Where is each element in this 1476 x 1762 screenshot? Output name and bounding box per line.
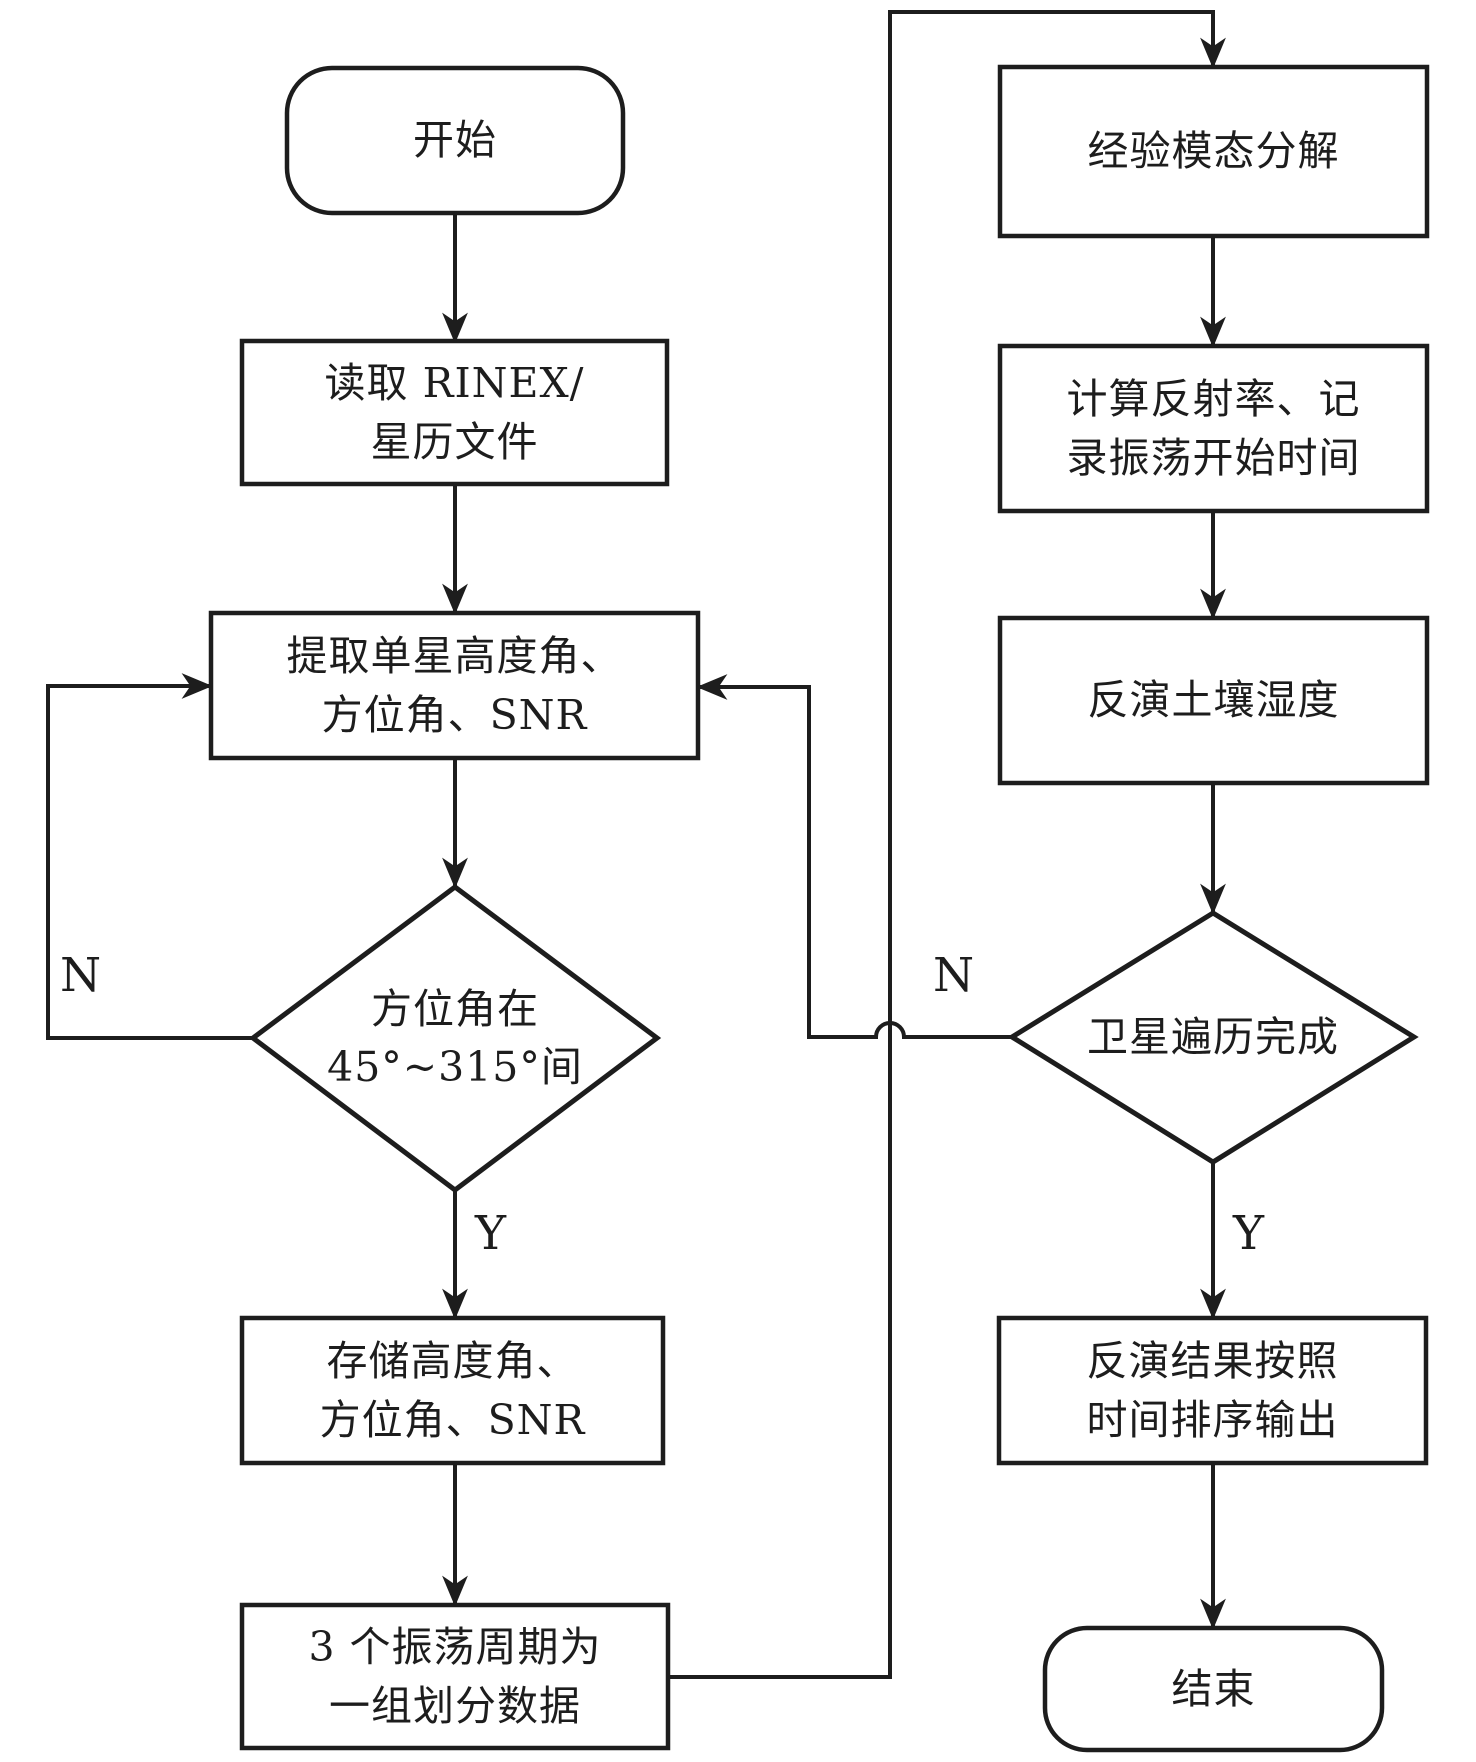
read-rinex-node xyxy=(239,338,670,487)
extract-node xyxy=(208,610,701,761)
edge-group-to-emd xyxy=(668,10,1226,1679)
invert-soil-node xyxy=(997,615,1430,786)
store-node xyxy=(239,1315,666,1466)
edge-traverse-no-return xyxy=(696,674,1012,1039)
traverse-decision-node xyxy=(1007,910,1419,1165)
output-sorted-node xyxy=(996,1315,1429,1466)
emd-node xyxy=(997,64,1430,239)
end-node xyxy=(1042,1625,1385,1753)
reflectivity-node xyxy=(997,343,1430,514)
edge-azimuth-no-loop xyxy=(46,673,253,1040)
azimuth-decision-node xyxy=(248,883,662,1194)
start-node xyxy=(284,65,626,216)
group-data-node xyxy=(239,1602,671,1751)
